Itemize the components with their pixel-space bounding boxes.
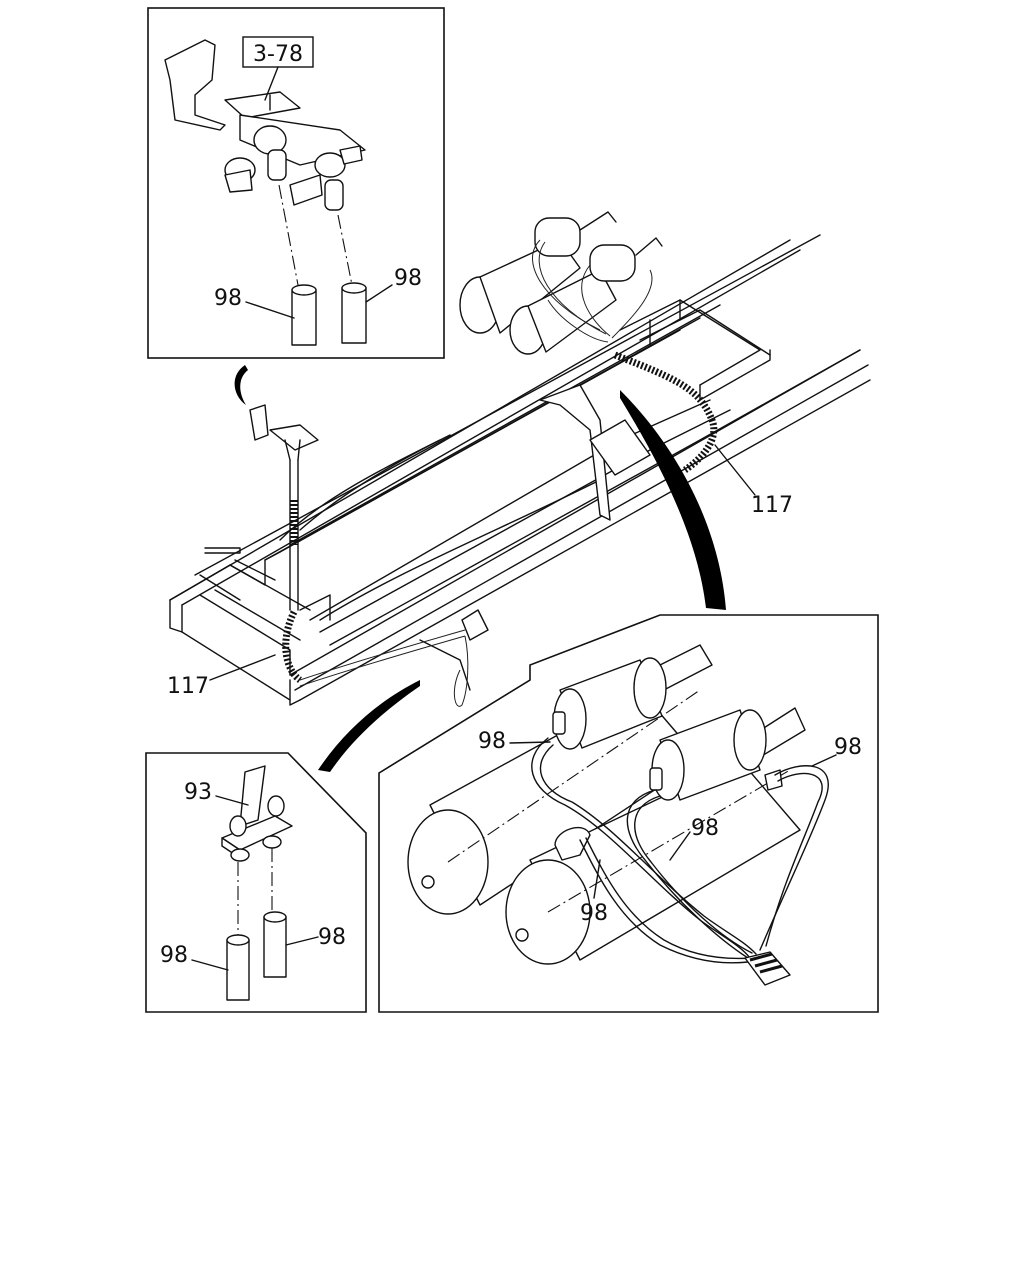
callout-98-bottom-left: 98	[160, 943, 188, 968]
inset-bottom-right: 98 98 98 98	[378, 614, 879, 1013]
pointer-arc-right	[620, 390, 726, 610]
pointer-arc-bottom-left	[318, 680, 420, 772]
callout-98-tank-right: 98	[834, 735, 862, 760]
hose-98-left-bottom	[226, 934, 250, 1001]
callout-117-left: 117	[167, 674, 209, 699]
callout-98-bottom-right: 98	[318, 925, 346, 950]
small-tank-upper	[553, 657, 667, 750]
pointer-arc-top-left	[234, 365, 248, 405]
hose-98-left-top	[291, 284, 317, 346]
hose-98-right-top	[341, 282, 367, 344]
callout-98-tank-lower: 98	[580, 901, 608, 926]
callout-98-top-left: 98	[214, 286, 242, 311]
air-tanks-main	[459, 211, 663, 355]
reference-box[interactable]	[242, 36, 314, 68]
callout-117-right: 117	[751, 493, 793, 518]
hose-coupler	[744, 951, 791, 986]
callout-98-top-right: 98	[394, 266, 422, 291]
inset-top-left: 3-78 98 98	[147, 7, 445, 359]
callout-98-tank-left: 98	[478, 729, 506, 754]
harness-117-left	[209, 404, 489, 707]
air-hoses	[531, 737, 829, 964]
chassis-frame-assembly	[169, 234, 871, 706]
harness-117-right	[613, 351, 756, 496]
callout-93: 93	[184, 780, 212, 805]
inset-bottom-left: 93 98 98	[145, 752, 367, 1013]
hose-98-right-bottom	[263, 911, 287, 978]
callout-98-tank-middle: 98	[691, 816, 719, 841]
reference-box-label: 3-78	[253, 42, 303, 67]
